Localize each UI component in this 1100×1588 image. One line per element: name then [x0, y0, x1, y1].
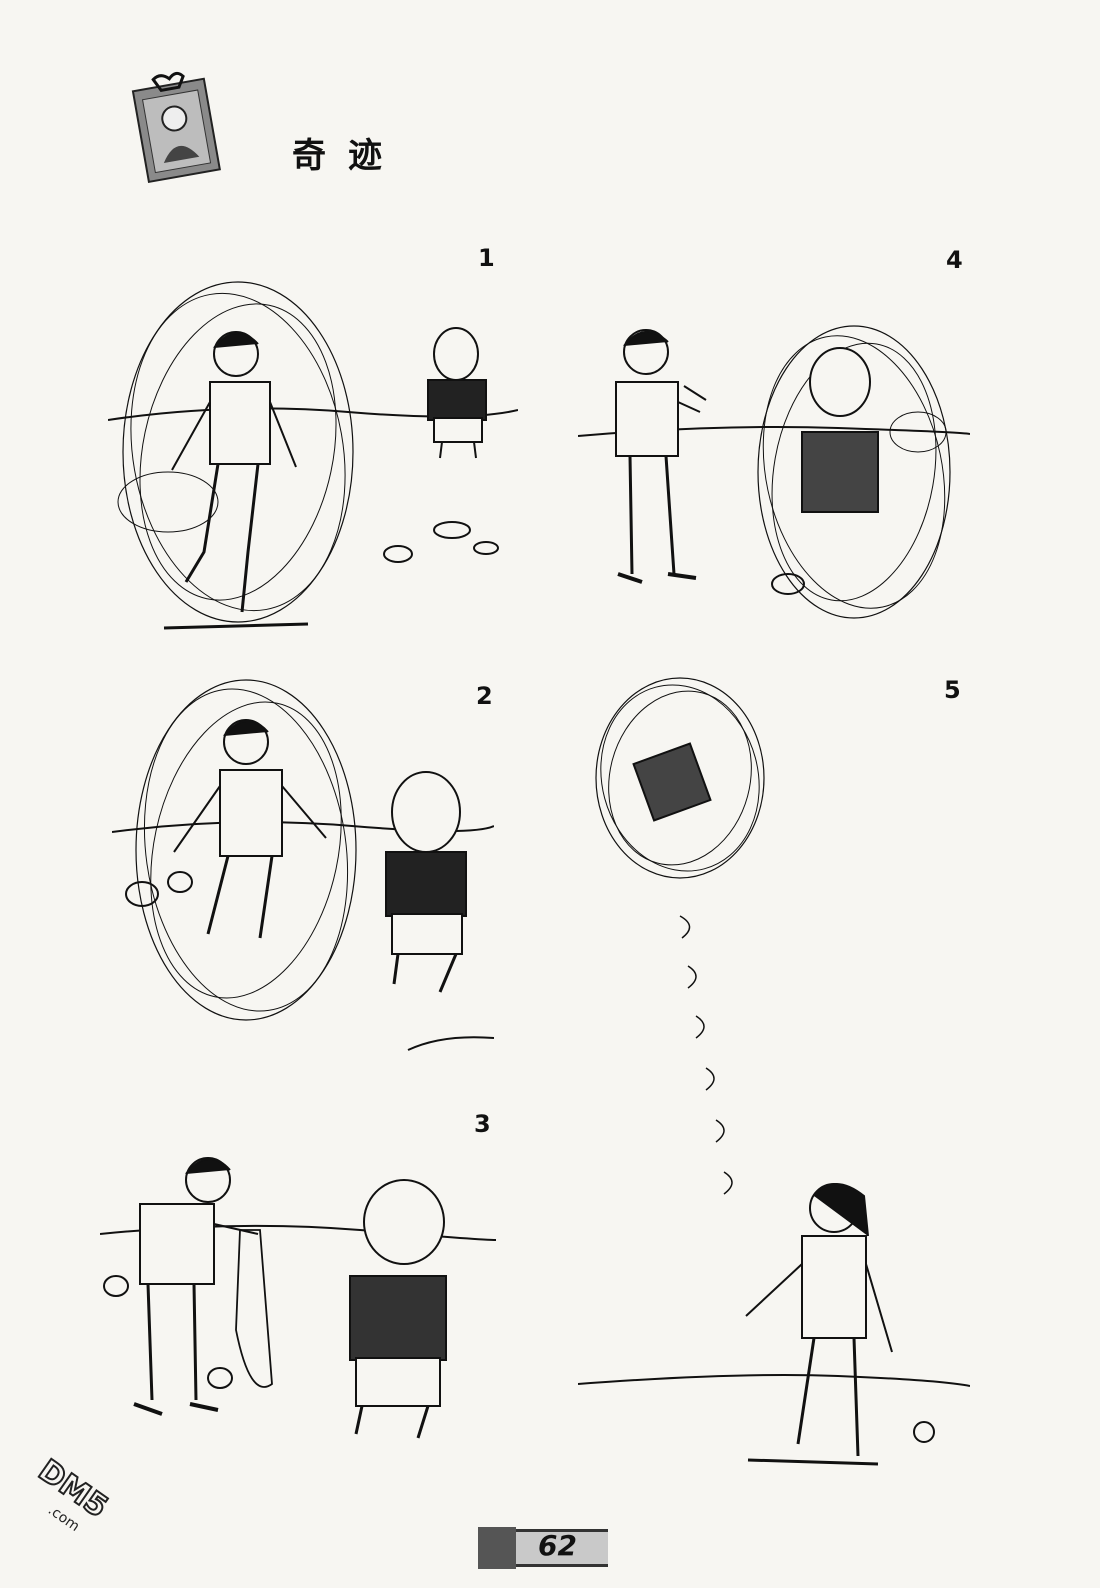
- panel-1-illustration: [108, 262, 518, 642]
- panel-4-illustration: [578, 312, 970, 622]
- panel-5-illustration: [578, 676, 970, 1476]
- dm5-watermark-logo: DM5 .com: [18, 1448, 138, 1558]
- page-number-box: [516, 1529, 608, 1567]
- panel-3-illustration: [100, 1150, 496, 1472]
- page-number-badge: 62: [478, 1527, 608, 1569]
- page-number: 62: [538, 1529, 577, 1562]
- panel-number-3: 3: [474, 1110, 491, 1138]
- panel-number-2: 2: [476, 682, 493, 710]
- panel-number-5: 5: [944, 676, 961, 704]
- panel-number-4: 4: [946, 246, 963, 274]
- page-title: 奇迹: [292, 136, 404, 176]
- panel-2-illustration: [112, 666, 494, 1056]
- footer-portrait-icon: [478, 1527, 516, 1569]
- title-portrait-icon: [128, 68, 228, 186]
- panel-number-1: 1: [478, 244, 495, 272]
